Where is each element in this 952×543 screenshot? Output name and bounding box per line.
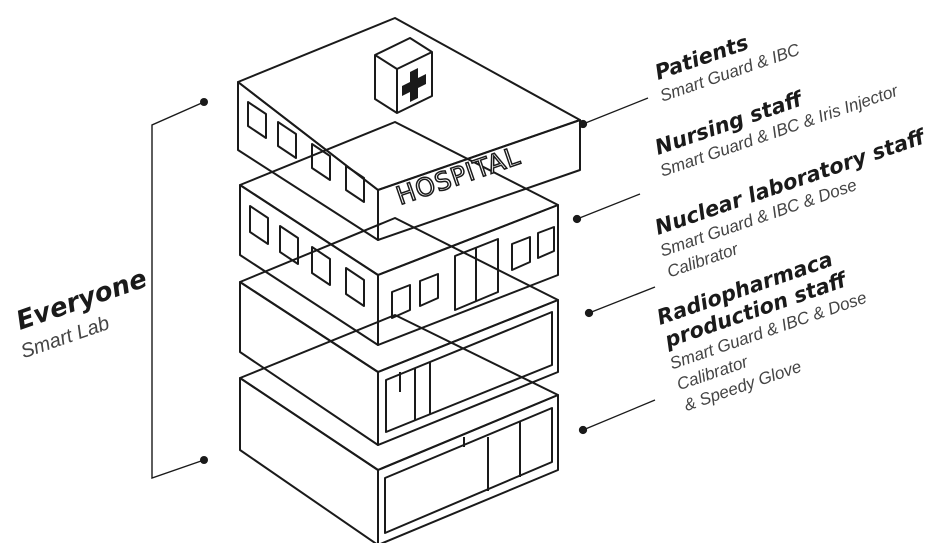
ground-floor-windows bbox=[249, 205, 555, 319]
leader-lines bbox=[572, 97, 656, 435]
entrance-door bbox=[454, 238, 499, 311]
hospital-sign: HOSPITAL bbox=[393, 141, 525, 210]
medical-cross-icon bbox=[374, 37, 433, 114]
building-level-basement-2 bbox=[239, 314, 559, 543]
building-level-ground-floor bbox=[239, 121, 559, 346]
left-bracket bbox=[151, 98, 208, 479]
top-floor-windows bbox=[247, 101, 365, 203]
building-level-basement-1 bbox=[239, 217, 559, 446]
